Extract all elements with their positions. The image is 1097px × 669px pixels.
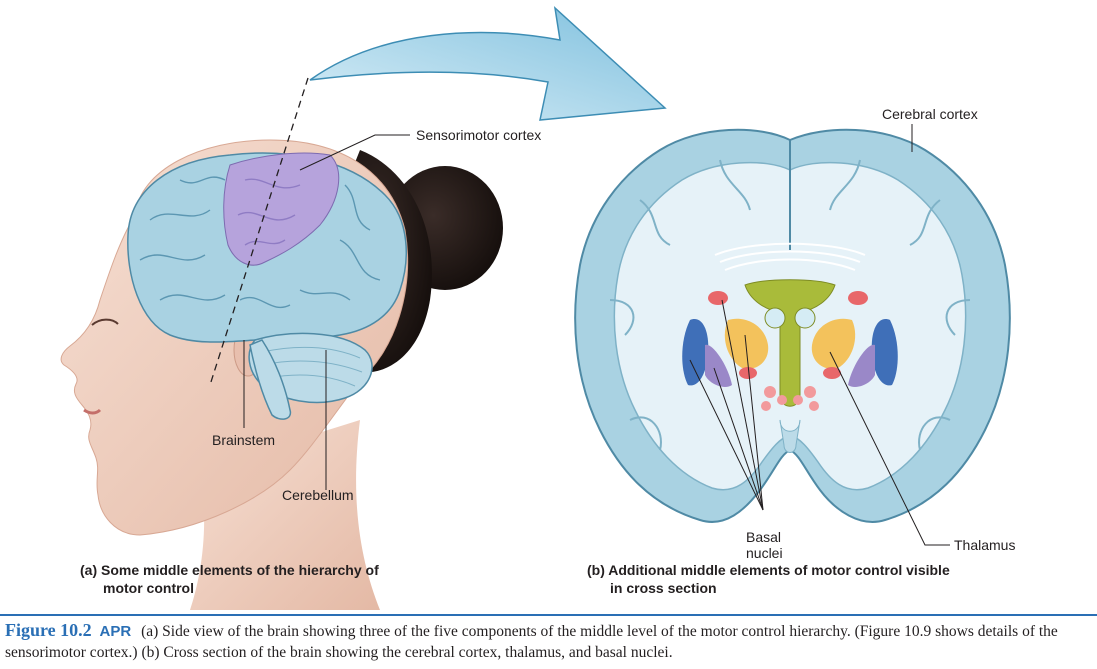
ventricle-left	[764, 307, 786, 329]
corpus-callosum	[714, 242, 866, 271]
apr-badge[interactable]: APR	[99, 623, 132, 640]
brainstem-shape	[249, 339, 292, 420]
figure-caption: Figure 10.2 APR (a) Side view of the bra…	[5, 620, 1095, 663]
label-basal-nuclei: Basal nuclei	[746, 529, 783, 561]
basal-pallidus-right	[848, 344, 875, 387]
leader-basal-2	[713, 367, 764, 511]
label-brainstem: Brainstem	[212, 432, 276, 448]
basal-caudate-left	[724, 318, 769, 369]
figure-label: Figure 10.2	[5, 620, 92, 640]
eye	[91, 318, 119, 326]
basal-putamen-right	[871, 319, 898, 386]
caption-text: (a) Side view of the brain showing three…	[5, 623, 1058, 661]
subcaption-b-line2: in cross section	[610, 580, 717, 596]
subcaption-a: (a) Some middle elements of the hierarch…	[80, 561, 379, 597]
leader-lines-b	[689, 124, 950, 546]
basal-caudate-right	[811, 318, 856, 369]
lips	[83, 408, 102, 415]
basal-pallidus-left	[705, 344, 732, 387]
label-basal-line2: nuclei	[746, 545, 783, 561]
basal-red-low-right	[823, 367, 841, 379]
subthalamic-cluster	[761, 386, 819, 411]
brain-cross-section	[574, 128, 1011, 523]
label-cerebral-cortex: Cerebral cortex	[882, 106, 978, 122]
subcaption-b: (b) Additional middle elements of motor …	[587, 561, 950, 597]
caption-rule	[0, 614, 1097, 616]
basal-red-low-left	[739, 367, 757, 379]
subcaption-a-line1: (a) Some middle elements of the hierarch…	[80, 562, 379, 578]
ventricle-right	[794, 307, 816, 329]
leader-basal-1	[689, 359, 764, 511]
leader-sensorimotor	[299, 134, 410, 171]
basal-red-right	[848, 291, 868, 305]
section-plane-line	[209, 77, 309, 386]
label-cerebellum: Cerebellum	[282, 487, 354, 503]
basal-putamen-left	[682, 319, 709, 386]
pituitary-stalk	[779, 419, 801, 453]
sensorimotor-strip	[223, 152, 340, 266]
figure-illustration	[60, 6, 1011, 610]
subcaption-a-line2: motor control	[103, 580, 194, 596]
sensorimotor-gyri	[237, 178, 301, 246]
leader-lines-a	[243, 134, 410, 490]
brain-side-view	[127, 152, 407, 420]
cortex-folds	[609, 159, 971, 451]
leader-thalamus	[829, 351, 950, 546]
gyri	[139, 176, 381, 308]
leader-basal-3	[721, 299, 764, 511]
leader-basal-4	[744, 334, 764, 511]
subcaption-b-line1: (b) Additional middle elements of motor …	[587, 562, 950, 578]
label-thalamus: Thalamus	[954, 537, 1016, 553]
transition-arrow	[309, 6, 667, 121]
label-sensorimotor-cortex: Sensorimotor cortex	[416, 127, 542, 143]
basal-red-left	[708, 291, 728, 305]
label-basal-line1: Basal	[746, 529, 782, 545]
